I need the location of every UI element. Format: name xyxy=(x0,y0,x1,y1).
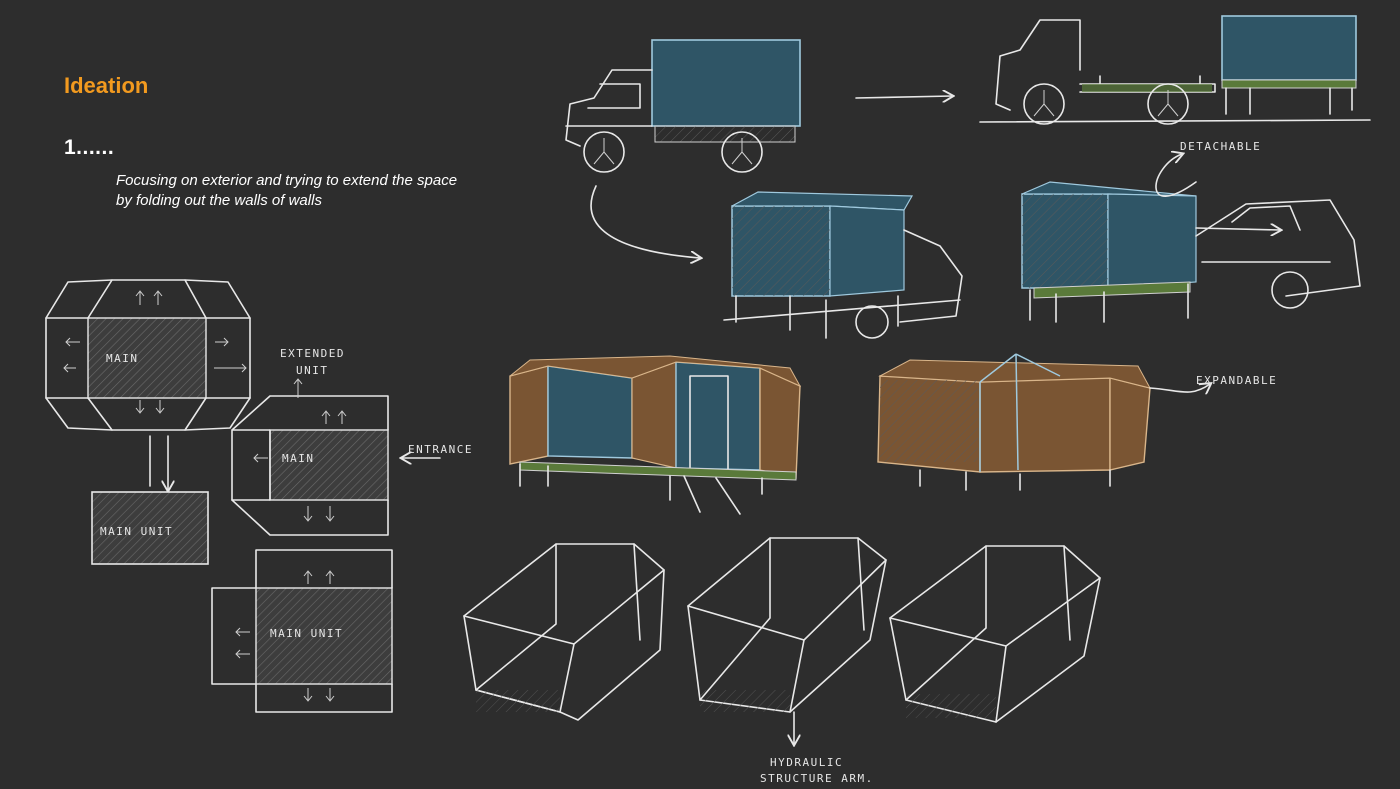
arrow-truck-to-detached xyxy=(855,96,952,98)
description-line-1: Focusing on exterior and trying to exten… xyxy=(116,172,458,189)
wireframe-module-1 xyxy=(463,543,665,721)
truck-sketch-1 xyxy=(565,39,801,173)
truck-detached-module xyxy=(979,15,1371,125)
extended-unit-plan: MAIN EXTENDED UNIT ENTRANCE xyxy=(231,347,473,536)
arrow-curve xyxy=(590,185,700,258)
wireframe-module-2: HYDRAULIC STRUCTURE ARM. xyxy=(687,537,887,785)
label-main-unit-1: MAIN UNIT xyxy=(100,525,173,538)
description: Focusing on exterior and trying to exten… xyxy=(116,171,496,211)
floorplan-unfold-octagon: MAIN xyxy=(45,279,251,431)
connector-arrows xyxy=(149,435,168,490)
step-number: 1...... xyxy=(64,136,115,159)
expanded-module-b: EXPANDABLE xyxy=(877,353,1277,491)
trailer-with-car: DETACHABLE xyxy=(1021,140,1361,323)
label-detachable: DETACHABLE xyxy=(1180,140,1261,153)
wireframe-module-3 xyxy=(889,545,1101,723)
label-main-1: MAIN xyxy=(106,352,139,365)
page-title: Ideation xyxy=(64,73,149,98)
truck-sketch-perspective xyxy=(723,191,963,339)
label-main-2: MAIN xyxy=(282,452,315,465)
label-main-unit-2: MAIN UNIT xyxy=(270,627,343,640)
main-unit-box-2: MAIN UNIT xyxy=(211,549,393,713)
label-extended: EXTENDED xyxy=(280,347,345,360)
label-structure-arm: STRUCTURE ARM. xyxy=(760,772,874,785)
label-unit: UNIT xyxy=(296,364,329,377)
description-line-2: by folding out the walls of walls xyxy=(116,192,322,209)
label-entrance: ENTRANCE xyxy=(408,443,473,456)
expanded-module-a xyxy=(509,355,802,515)
label-hydraulic: HYDRAULIC xyxy=(770,756,843,769)
main-unit-box-1: MAIN UNIT xyxy=(91,491,209,565)
label-expandable: EXPANDABLE xyxy=(1196,374,1277,387)
